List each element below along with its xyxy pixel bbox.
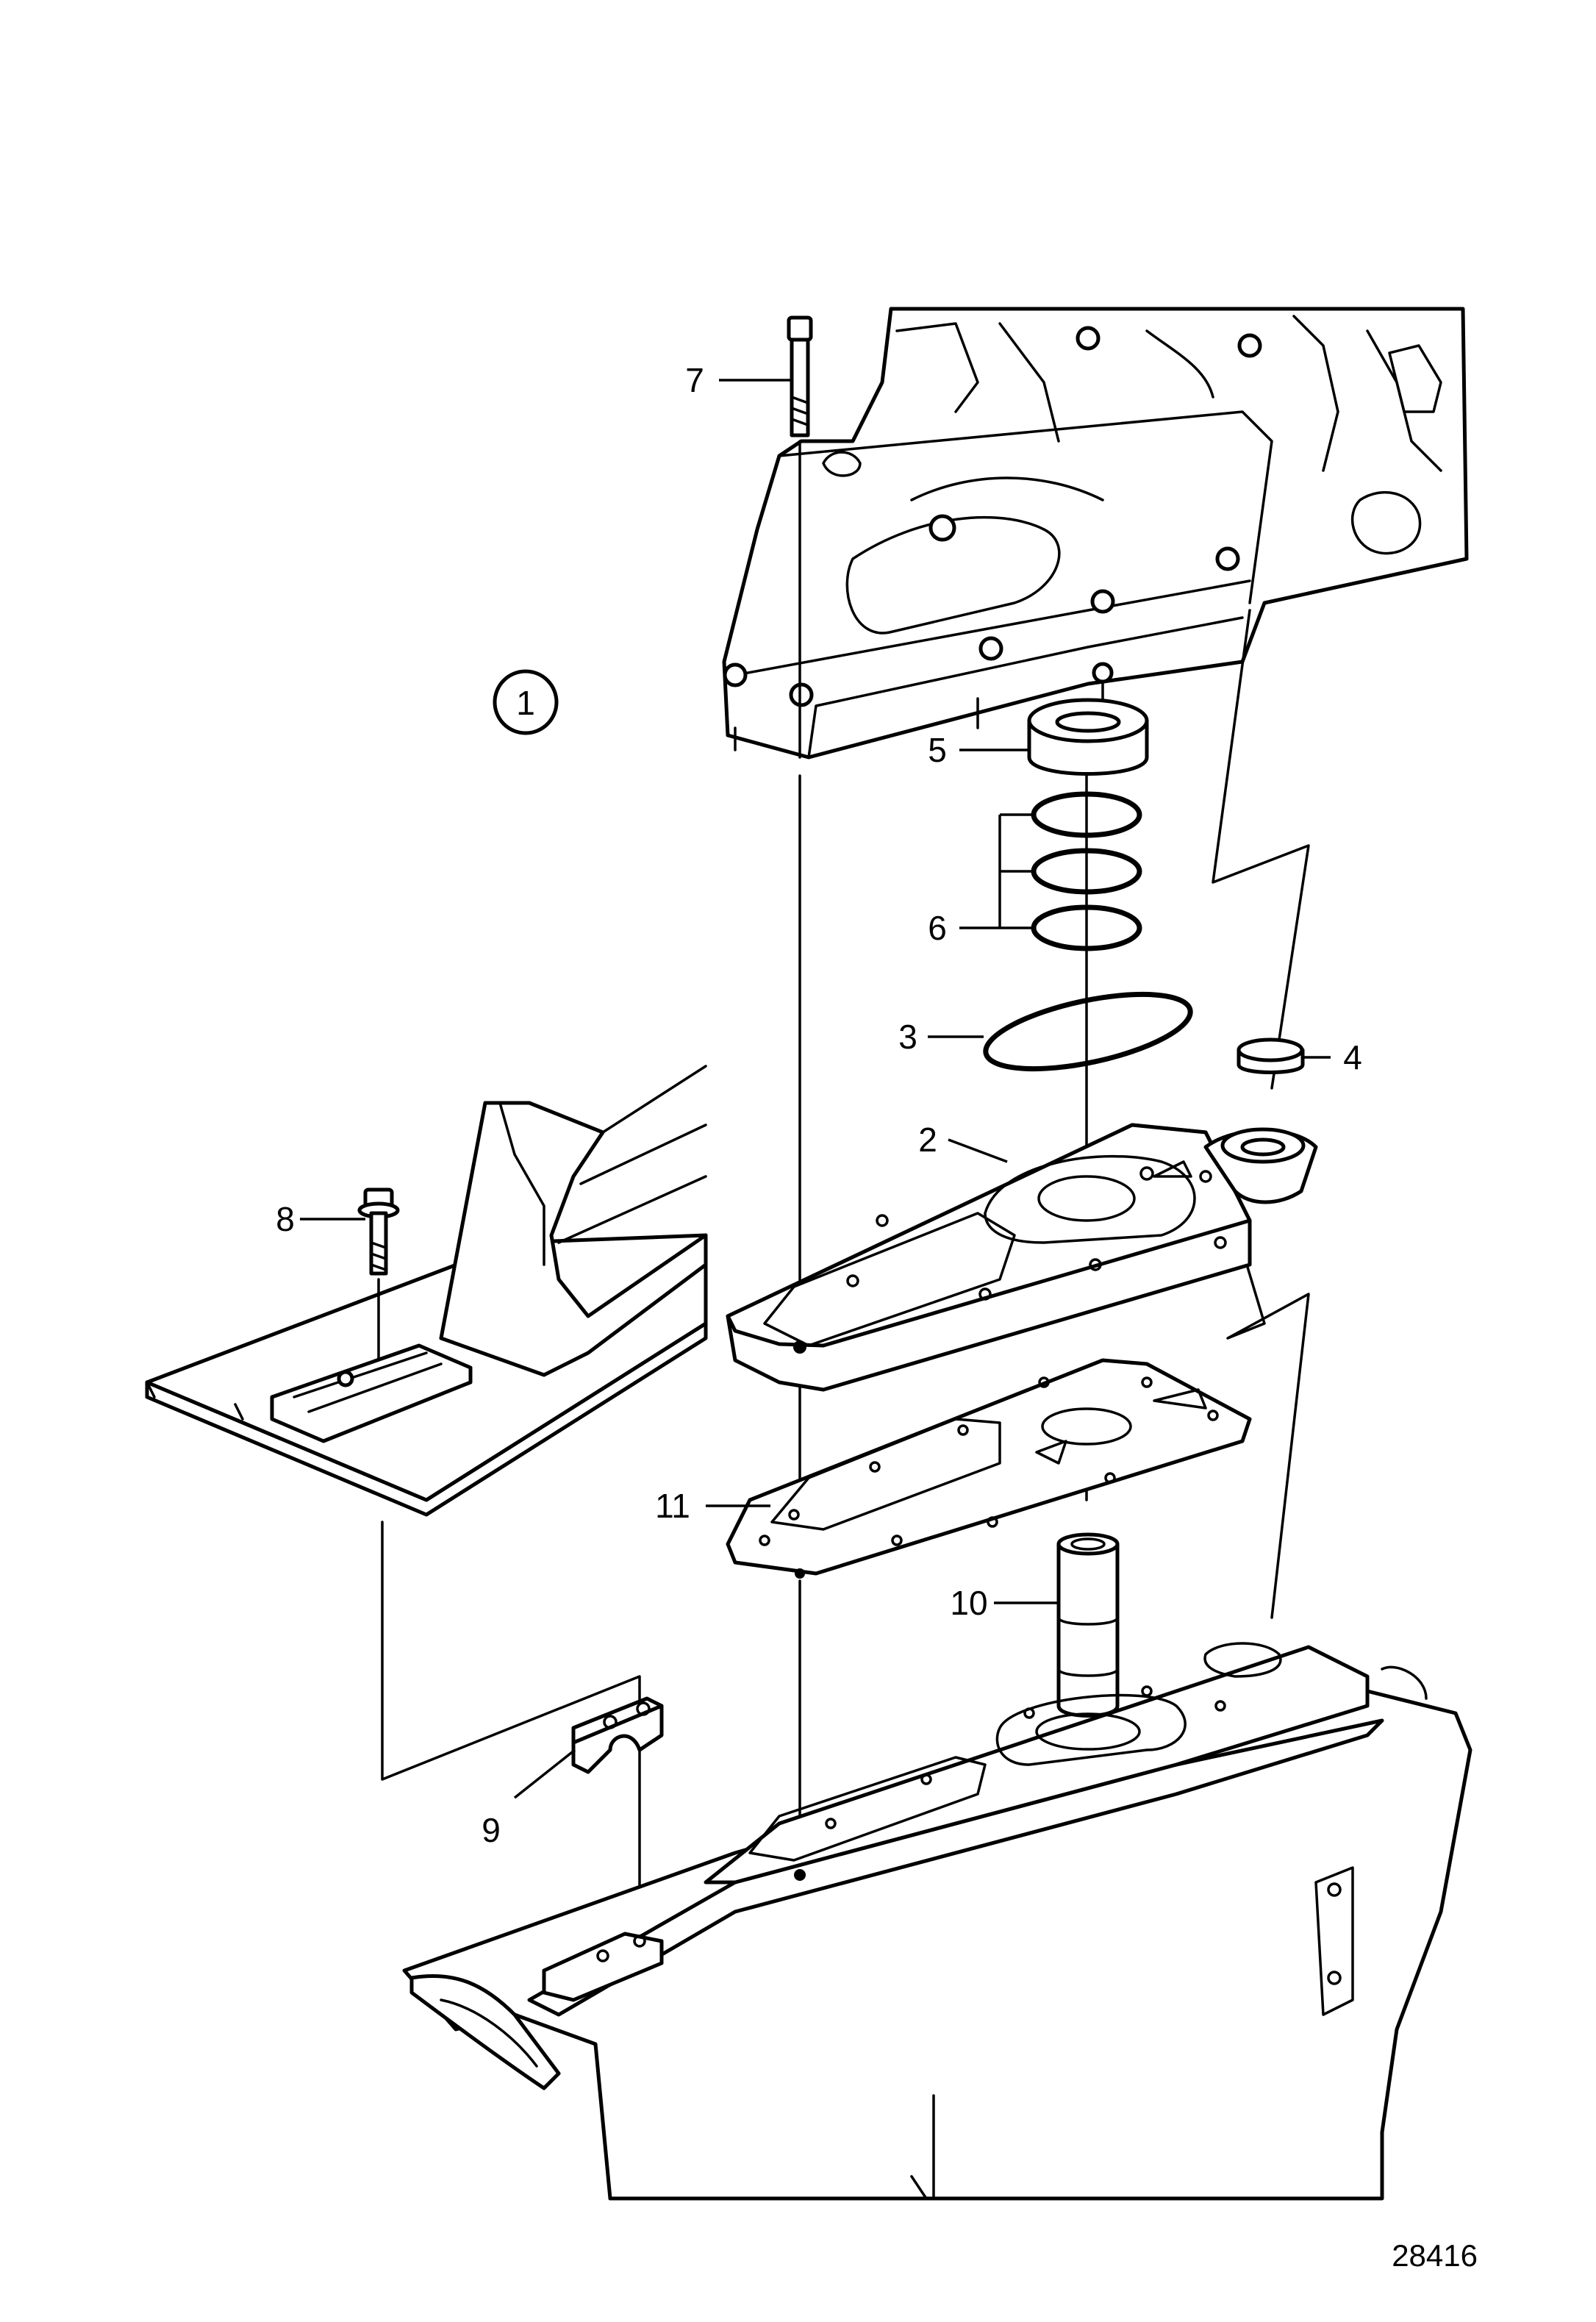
bushing-4 (1237, 1037, 1305, 1074)
lower-gear-housing (402, 1642, 1472, 2201)
callout-6: 6 (928, 909, 947, 947)
cavitation-plate-detail (145, 1065, 708, 1517)
callout-7: 7 (685, 361, 704, 399)
shaft-10 (1056, 1532, 1120, 1718)
callout-labels: 1 2 3 4 5 6 7 8 9 10 11 28416 (276, 361, 1478, 2273)
seal-5 (1027, 698, 1149, 776)
bolt-7 (787, 315, 813, 437)
clip-9 (571, 1696, 664, 1774)
o-ring-3 (983, 991, 1193, 1072)
adapter-plate-2 (726, 1123, 1318, 1392)
callout-10: 10 (950, 1584, 987, 1622)
callout-1-circle (493, 669, 559, 735)
callout-11: 11 (655, 1487, 690, 1525)
callout-2: 2 (918, 1121, 937, 1159)
figure-number: 28416 (1392, 2238, 1478, 2273)
callout-5: 5 (928, 731, 947, 769)
leader-lines (300, 379, 1331, 1799)
gasket-11 (726, 1358, 1252, 1579)
callout-3: 3 (898, 1018, 917, 1056)
callout-4: 4 (1343, 1038, 1362, 1076)
callout-8: 8 (276, 1200, 295, 1238)
callout-1: 1 (516, 684, 535, 722)
callout-9: 9 (482, 1811, 501, 1849)
bolt-8 (357, 1187, 400, 1362)
upper-housing (722, 307, 1469, 760)
